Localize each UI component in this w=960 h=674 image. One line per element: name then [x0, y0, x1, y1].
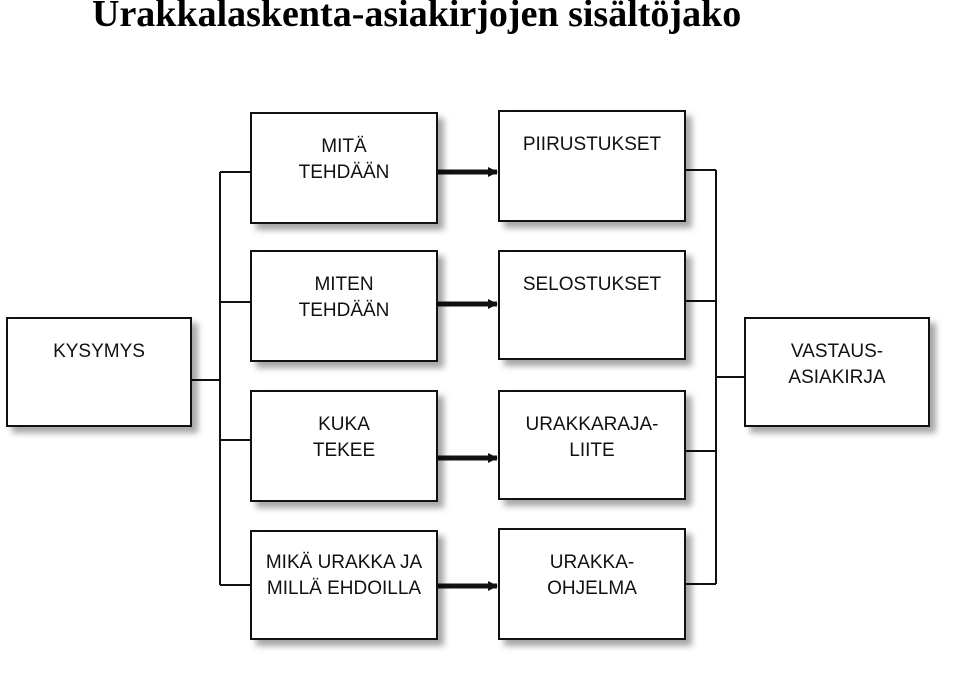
document-box-scope-appendix: URAKKARAJA- LIITE	[498, 390, 686, 500]
answer-document-box: VASTAUS- ASIAKIRJA	[744, 317, 930, 427]
answer-line-2: ASIAKIRJA	[788, 366, 886, 388]
document-box-descriptions: SELOSTUKSET	[498, 250, 686, 360]
question-box: KYSYMYS	[6, 317, 192, 427]
document-descriptions-line-1: SELOSTUKSET	[522, 274, 662, 295]
document-scope-appendix-line-1: URAKKARAJA-	[525, 414, 659, 435]
question-contract-line-2: MILLÄ EHDOILLA	[266, 577, 422, 599]
answer-line-1: VASTAUS-	[790, 341, 884, 362]
question-who-line-2: TEKEE	[312, 439, 376, 461]
document-box-drawings: PIIRUSTUKSET	[498, 110, 686, 222]
document-tender-program-line-2: OHJELMA	[547, 577, 637, 599]
question-how-line-2: TEHDÄÄN	[298, 299, 390, 321]
question-who-line-1: KUKA	[318, 414, 370, 435]
page-title: Urakkalaskenta-asiakirjojen sisältöjako	[92, 0, 742, 35]
question-box-what: MITÄ TEHDÄÄN	[250, 112, 438, 224]
question-box-contract: MIKÄ URAKKA JA MILLÄ EHDOILLA	[250, 530, 438, 640]
document-tender-program-line-1: URAKKA-	[549, 552, 635, 573]
question-box-who: KUKA TEKEE	[250, 390, 438, 502]
question-what-line-2: TEHDÄÄN	[298, 161, 390, 183]
question-box-how: MITEN TEHDÄÄN	[250, 250, 438, 362]
question-how-line-1: MITEN	[314, 274, 374, 295]
document-box-tender-program: URAKKA- OHJELMA	[498, 528, 686, 640]
question-contract-line-1: MIKÄ URAKKA JA	[265, 552, 423, 573]
question-label: KYSYMYS	[53, 341, 145, 362]
question-what-line-1: MITÄ	[321, 136, 367, 157]
document-drawings-line-1: PIIRUSTUKSET	[522, 134, 662, 155]
document-scope-appendix-line-2: LIITE	[569, 439, 615, 461]
